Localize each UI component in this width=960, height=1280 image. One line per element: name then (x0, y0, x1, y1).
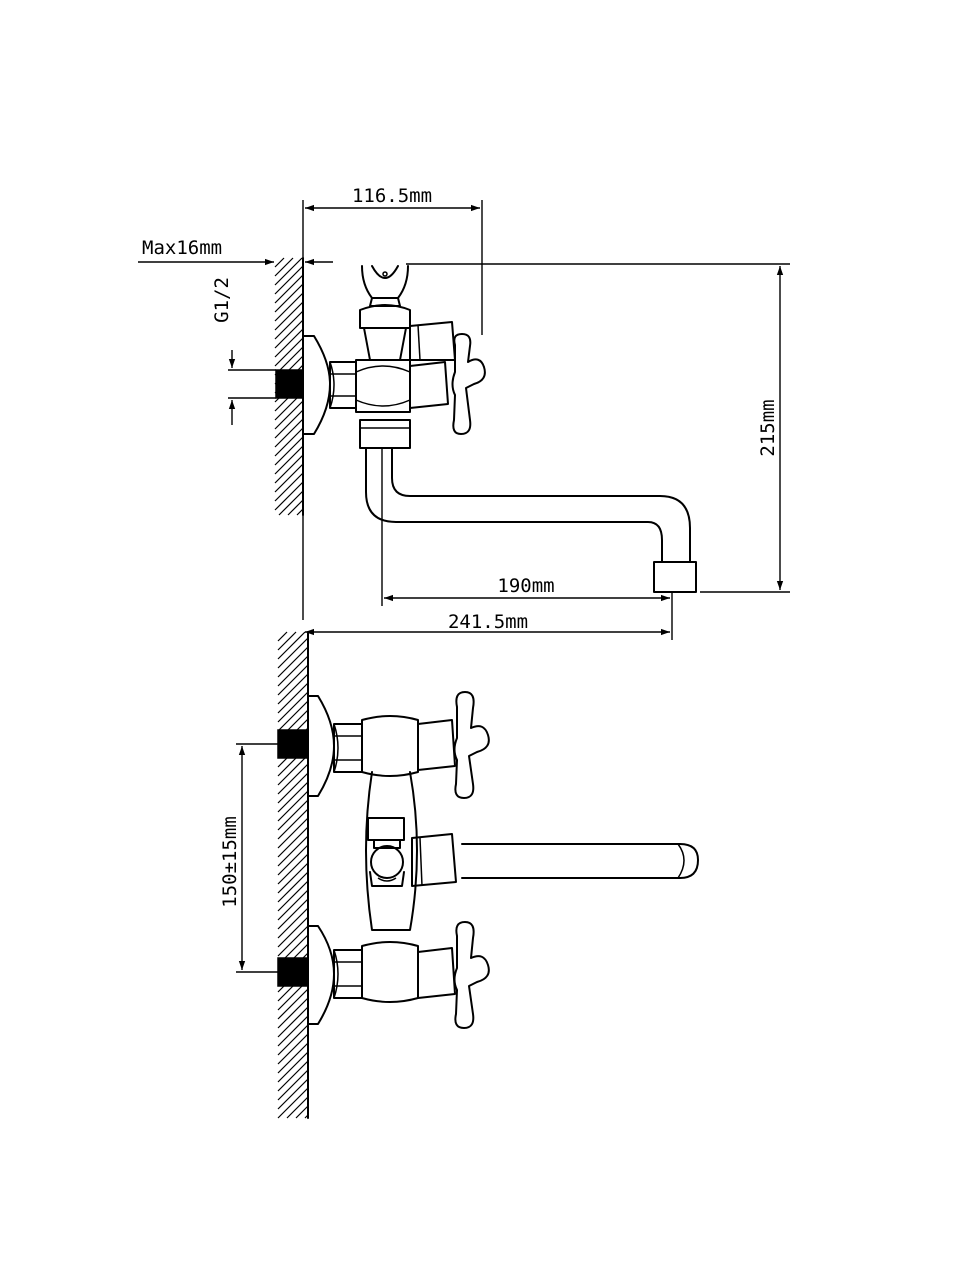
dim-inlet-spacing: 150±15mm (219, 816, 241, 908)
cross-handle-side (451, 333, 486, 435)
dim-thread: G1/2 (211, 277, 233, 323)
flange-side (302, 335, 331, 435)
spout-connector (359, 419, 411, 449)
diverter-knob-side (409, 321, 456, 361)
lower-valve-front (307, 921, 490, 1029)
dim-height: 215mm (757, 399, 779, 456)
dim-spout-reach: 190mm (497, 575, 554, 597)
spout-front (461, 843, 699, 879)
spout-pipe-side (365, 447, 691, 563)
inlet-stub-bottom (277, 957, 309, 987)
side-view-dimensions: 116.5mm Max16mm G1/2 215mm 190mm 241.5mm (138, 185, 790, 640)
side-view (228, 257, 697, 593)
inlet-spacing-dimension: 150±15mm (219, 743, 278, 973)
inlet-stub-top (277, 729, 309, 759)
dim-wall-max: Max16mm (142, 237, 222, 259)
aerator-side (653, 561, 697, 593)
handle-housing-side (409, 361, 449, 409)
hex-nut-side (329, 361, 357, 409)
center-body-front (365, 771, 699, 931)
front-view: 150±15mm (219, 631, 699, 1119)
upper-valve-front (307, 691, 490, 799)
inlet-pipe-side (228, 369, 304, 399)
dim-total-depth: 241.5mm (448, 611, 528, 633)
valve-body-side (355, 359, 411, 413)
shower-holder-side (359, 265, 411, 361)
wall-front-view (277, 631, 309, 1119)
dim-width-top: 116.5mm (352, 185, 432, 207)
